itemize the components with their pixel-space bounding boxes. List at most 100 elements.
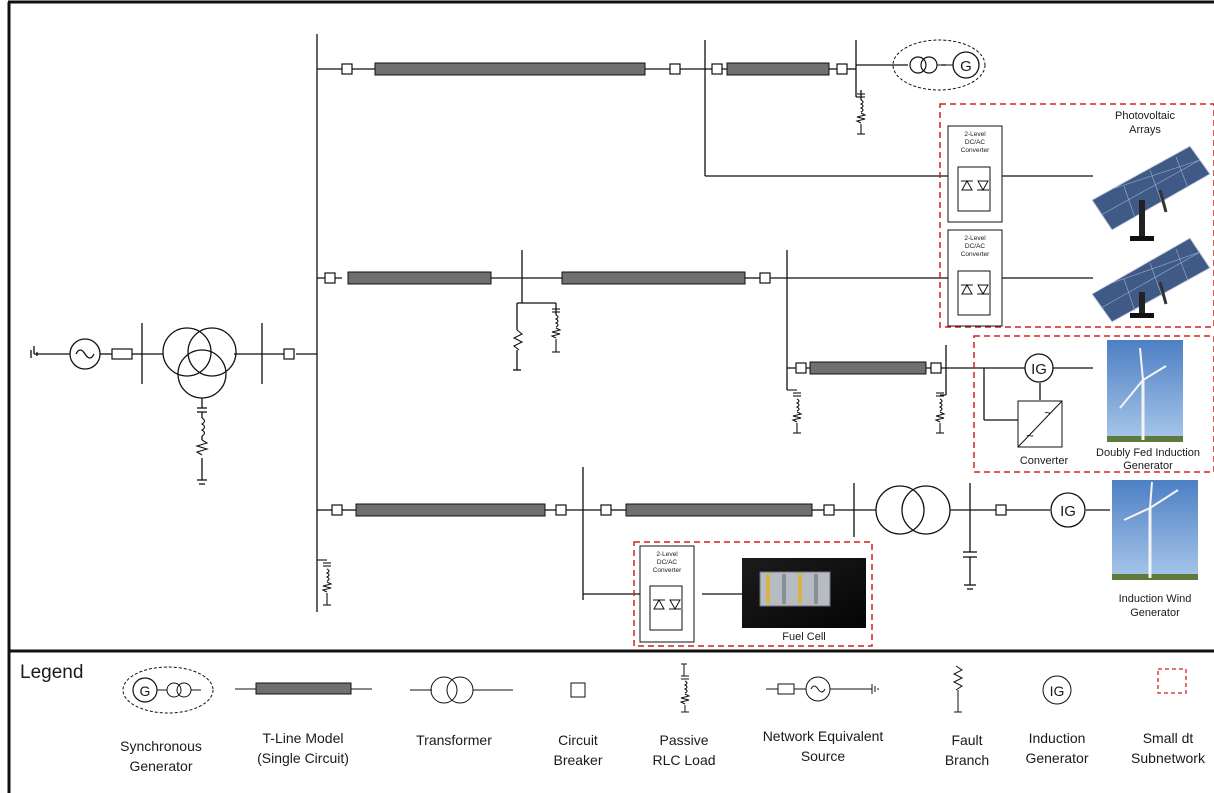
t-line-mid-3 [809,361,927,375]
svg-text:Fuel Cell: Fuel Cell [782,631,825,643]
solar-panel-1 [1091,145,1211,241]
svg-text:Generator: Generator [1025,750,1088,766]
synchronous-generator: G [892,39,986,91]
rlc-load-icon [679,663,691,713]
pv-converter-1: 2-Level DC/AC Converter [947,125,1003,223]
subnetwork-icon [1157,668,1187,694]
t-line-models [347,62,927,517]
svg-text:Subnetwork: Subnetwork [1131,750,1206,766]
svg-text:Breaker: Breaker [553,752,602,768]
svg-text:DC/AC: DC/AC [965,139,986,146]
svg-text:Converter: Converter [961,251,990,258]
outer-frame [7,0,1214,793]
breaker [823,504,835,516]
t-line-icon [235,682,372,695]
t-line-mid-1 [347,271,492,285]
svg-text:Network Equivalent: Network Equivalent [763,728,884,744]
svg-text:Induction Wind: Induction Wind [1119,593,1192,605]
breaker [341,63,353,75]
induction-wind-generator: IG Induction Wind Generator [1050,480,1198,619]
svg-text:Photovoltaic: Photovoltaic [1115,110,1175,122]
rlc-load-icon [317,559,333,606]
fuel-cell-subnetwork: 2-Level DC/AC Converter Fuel Cell [633,541,873,647]
pv-subnetwork: Photovoltaic Arrays [939,103,1214,328]
legend-labels: Synchronous Generator T-Line Model (Sing… [120,728,1206,774]
svg-text:IG: IG [1050,683,1065,699]
rlc-load-icon [550,308,562,353]
breaker [669,63,681,75]
svg-text:2-Level: 2-Level [656,551,678,558]
svg-text:Transformer: Transformer [416,732,492,748]
breaker [331,504,343,516]
svg-text:Doubly Fed Induction: Doubly Fed Induction [1096,447,1200,459]
svg-text:G: G [140,683,151,699]
svg-text:Converter: Converter [961,147,990,154]
network-source-icon [69,338,101,370]
t-line-bottom-2 [625,503,813,517]
dfig-subnetwork: IG ~ ~ Converter Doubly Fed Induction Ge… [973,335,1214,473]
breaker [555,504,567,516]
breaker [283,348,295,360]
svg-text:RLC Load: RLC Load [652,752,715,768]
fault-branch-icon [512,329,524,351]
t-line-bottom-1 [355,503,546,517]
breaker [111,348,133,360]
svg-text:Source: Source [801,748,846,764]
svg-text:~: ~ [1026,428,1034,443]
pv-converter-2: 2-Level DC/AC Converter [947,229,1003,327]
breaker [711,63,723,75]
svg-text:Arrays: Arrays [1129,124,1161,136]
svg-text:T-Line Model: T-Line Model [263,730,344,746]
svg-text:IG: IG [1031,361,1047,378]
induction-generator-icon: IG [1042,675,1072,705]
rlc-loads [195,93,946,606]
svg-text:(Single Circuit): (Single Circuit) [257,750,349,766]
svg-text:Synchronous: Synchronous [120,738,202,754]
transformer-icon [410,676,513,704]
t-line-mid-2 [561,271,746,285]
svg-text:Branch: Branch [945,752,989,768]
legend-title: Legend [20,662,83,683]
svg-text:Circuit: Circuit [558,732,598,748]
rlc-load-icon [787,389,803,434]
svg-text:2-Level: 2-Level [964,235,986,242]
circuit-breaker-icon [570,682,586,698]
network-source-icon [766,676,879,702]
t-line-top-1 [374,62,646,76]
svg-text:IG: IG [1060,503,1076,520]
bottom-transformer [875,485,951,535]
synchronous-generator-icon: G [122,666,214,714]
svg-text:2-Level: 2-Level [964,131,986,138]
svg-text:Converter: Converter [1020,455,1069,467]
three-winding-transformer-icon [162,327,237,399]
t-line-top-2 [726,62,830,76]
svg-text:Generator: Generator [129,758,192,774]
fault-branch-icon [952,665,964,713]
fuel-cell-stack [759,571,831,607]
svg-text:DC/AC: DC/AC [965,243,986,250]
breaker [324,272,336,284]
breaker [759,272,771,284]
svg-text:Fault: Fault [951,732,982,748]
svg-text:Generator: Generator [1123,460,1173,472]
solar-panel-2 [1091,237,1211,323]
circuit-wiring [30,34,1110,612]
svg-text:~: ~ [1044,405,1052,420]
svg-text:Converter: Converter [653,567,682,574]
rlc-load-icon [855,93,867,135]
svg-text:DC/AC: DC/AC [657,559,678,566]
svg-text:Passive: Passive [659,732,708,748]
circuit-breakers [111,63,1007,516]
svg-text:Induction: Induction [1029,730,1086,746]
breaker [995,504,1007,516]
svg-text:Generator: Generator [1130,607,1180,619]
svg-text:Small dt: Small dt [1143,730,1194,746]
breaker [836,63,848,75]
svg-text:G: G [960,58,972,75]
breaker [600,504,612,516]
rlc-load-icon [934,392,946,434]
breaker [795,362,807,374]
breaker [930,362,942,374]
